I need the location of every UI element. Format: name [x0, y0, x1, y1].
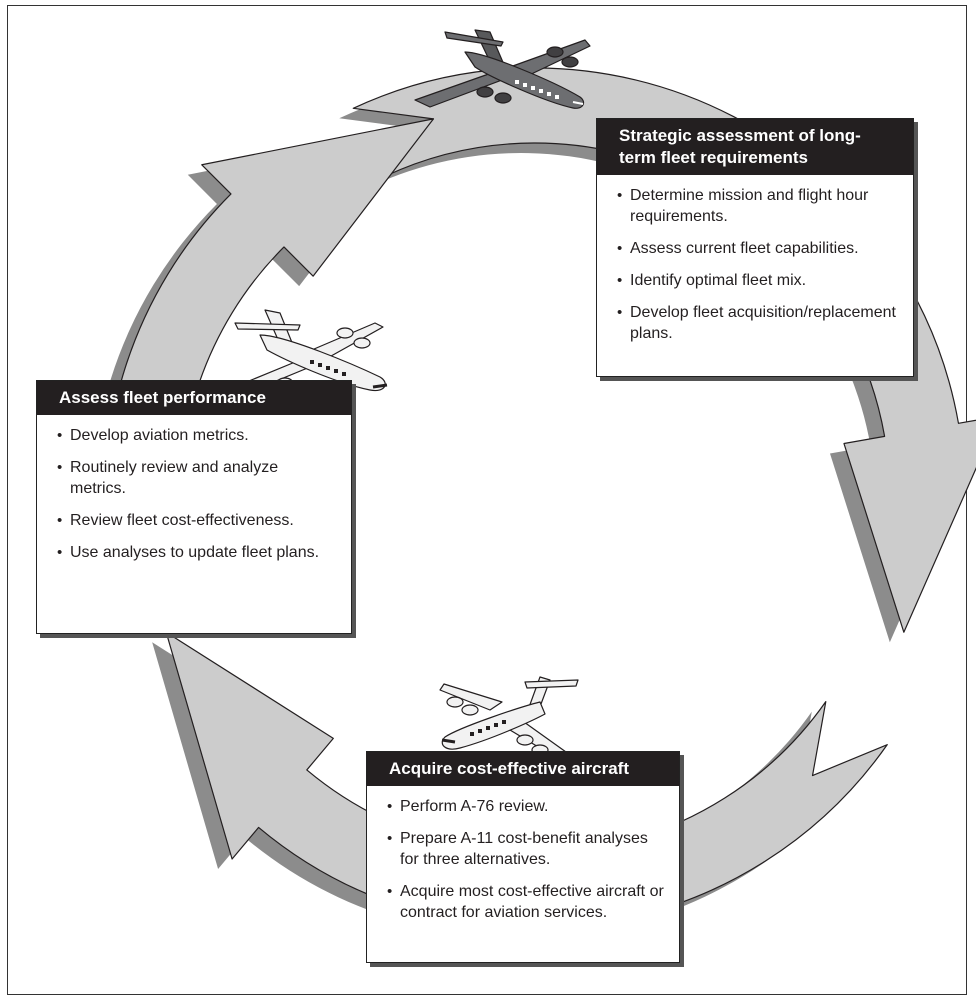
list-item: Develop aviation metrics. — [57, 425, 337, 446]
stage-items: Develop aviation metrics. Routinely revi… — [37, 415, 351, 582]
list-item: Perform A-76 review. — [387, 796, 665, 817]
stage-title: Strategic assessment of long-term fleet … — [597, 119, 913, 175]
stage-title: Assess fleet performance — [37, 381, 351, 415]
stage-box-acquire-aircraft: Acquire cost-effective aircraft Perform … — [366, 751, 680, 963]
stage-items: Determine mission and flight hour requir… — [597, 175, 913, 363]
stage-items: Perform A-76 review. Prepare A-11 cost-b… — [367, 786, 679, 942]
list-item: Use analyses to update fleet plans. — [57, 542, 337, 563]
list-item: Identify optimal fleet mix. — [617, 270, 899, 291]
list-item: Assess current fleet capabilities. — [617, 238, 899, 259]
airplane-dark-icon — [414, 29, 591, 109]
stage-box-assess-performance: Assess fleet performance Develop aviatio… — [36, 380, 352, 634]
list-item: Review fleet cost-effectiveness. — [57, 510, 337, 531]
list-item: Prepare A-11 cost-benefit analyses for t… — [387, 828, 665, 870]
stage-box-strategic-assessment: Strategic assessment of long-term fleet … — [596, 118, 914, 377]
list-item: Acquire most cost-effective aircraft or … — [387, 881, 665, 923]
stage-title: Acquire cost-effective aircraft — [367, 752, 679, 786]
list-item: Determine mission and flight hour requir… — [617, 185, 899, 227]
list-item: Develop fleet acquisition/replacement pl… — [617, 302, 899, 344]
arrow-to-assess — [165, 631, 888, 929]
list-item: Routinely review and analyze metrics. — [57, 457, 337, 499]
